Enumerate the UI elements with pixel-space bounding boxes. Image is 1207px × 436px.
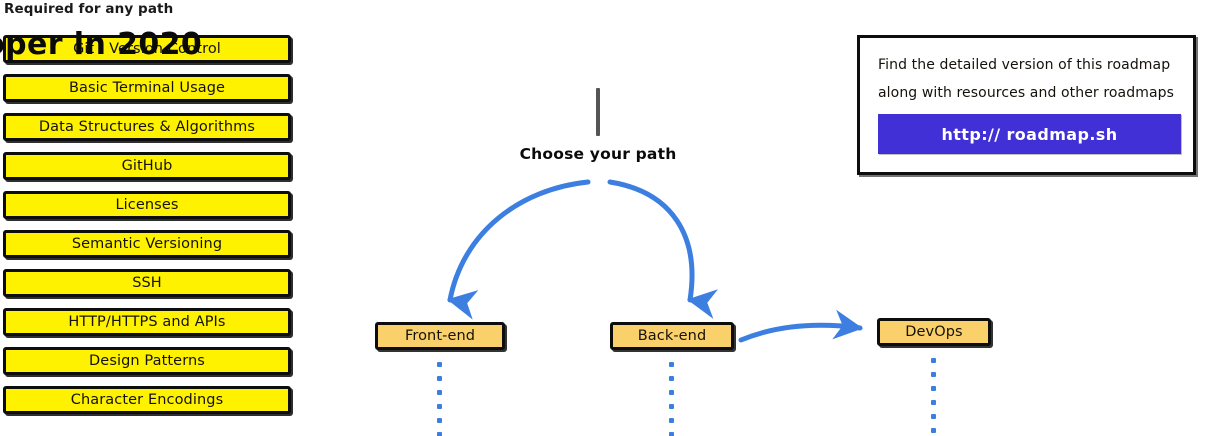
trail-dot	[669, 362, 674, 367]
required-item[interactable]: Data Structures & Algorithms	[3, 113, 291, 141]
required-item-label: Semantic Versioning	[71, 236, 223, 252]
required-item[interactable]: Character Encodings	[3, 386, 291, 414]
required-item[interactable]: Licenses	[3, 191, 291, 219]
trail-dot	[931, 400, 936, 405]
trail-dot	[931, 428, 936, 433]
required-item[interactable]: HTTP/HTTPS and APIs	[3, 308, 291, 336]
path-node-devops-label: DevOps	[905, 324, 963, 340]
trail-dot	[931, 372, 936, 377]
trail-dot	[437, 376, 442, 381]
required-item-label: Design Patterns	[89, 353, 205, 369]
trail-dot	[669, 418, 674, 423]
trail-dot	[669, 404, 674, 409]
info-box: Find the detailed version of this roadma…	[857, 35, 1196, 175]
required-item-label: Data Structures & Algorithms	[38, 119, 256, 135]
required-item-label: HTTP/HTTPS and APIs	[68, 314, 226, 330]
trail-dot	[669, 432, 674, 436]
required-item[interactable]: Semantic Versioning	[3, 230, 291, 258]
trail-dot	[931, 358, 936, 363]
required-item[interactable]: GitHub	[3, 152, 291, 180]
required-item-label: SSH	[132, 275, 162, 291]
path-node-front-end-label: Front-end	[404, 328, 476, 344]
roadmap-url-button[interactable]: http:// roadmap.sh	[878, 114, 1181, 154]
required-item[interactable]: SSH	[3, 269, 291, 297]
trail-dot	[437, 390, 442, 395]
arrow-to-backend	[607, 179, 718, 319]
required-item[interactable]: Design Patterns	[3, 347, 291, 375]
trail-dot	[437, 418, 442, 423]
path-node-front-end[interactable]: Front-end	[375, 322, 505, 350]
required-item-label: Character Encodings	[70, 392, 224, 408]
path-node-devops[interactable]: DevOps	[877, 318, 991, 346]
trunk-connector-line	[596, 88, 600, 136]
trail-dot	[931, 414, 936, 419]
dot-trail-back-end	[669, 362, 674, 436]
arrow-backend-to-devops	[738, 309, 863, 343]
info-box-line-2: along with resources and other roadmaps	[878, 85, 1175, 101]
trail-dot	[437, 362, 442, 367]
required-item-label: GitHub	[121, 158, 173, 174]
roadmap-url-button-label: http:// roadmap.sh	[941, 124, 1118, 144]
arrow-to-frontend	[447, 179, 591, 320]
dot-trail-devops	[931, 358, 936, 436]
choose-path-label: Choose your path	[519, 145, 677, 163]
trail-dot	[931, 386, 936, 391]
required-item-label: Licenses	[115, 197, 179, 213]
dot-trail-front-end	[437, 362, 442, 436]
required-item[interactable]: Basic Terminal Usage	[3, 74, 291, 102]
info-box-line-1: Find the detailed version of this roadma…	[878, 57, 1171, 73]
required-section-header: Required for any path	[4, 1, 174, 17]
required-item-label: Basic Terminal Usage	[68, 80, 226, 96]
required-item[interactable]: Git - Version Control	[3, 35, 291, 63]
trail-dot	[669, 390, 674, 395]
required-item-label: Git - Version Control	[73, 41, 221, 57]
path-node-back-end[interactable]: Back-end	[610, 322, 734, 350]
trail-dot	[669, 376, 674, 381]
path-node-back-end-label: Back-end	[637, 328, 707, 344]
trail-dot	[437, 404, 442, 409]
trail-dot	[437, 432, 442, 436]
